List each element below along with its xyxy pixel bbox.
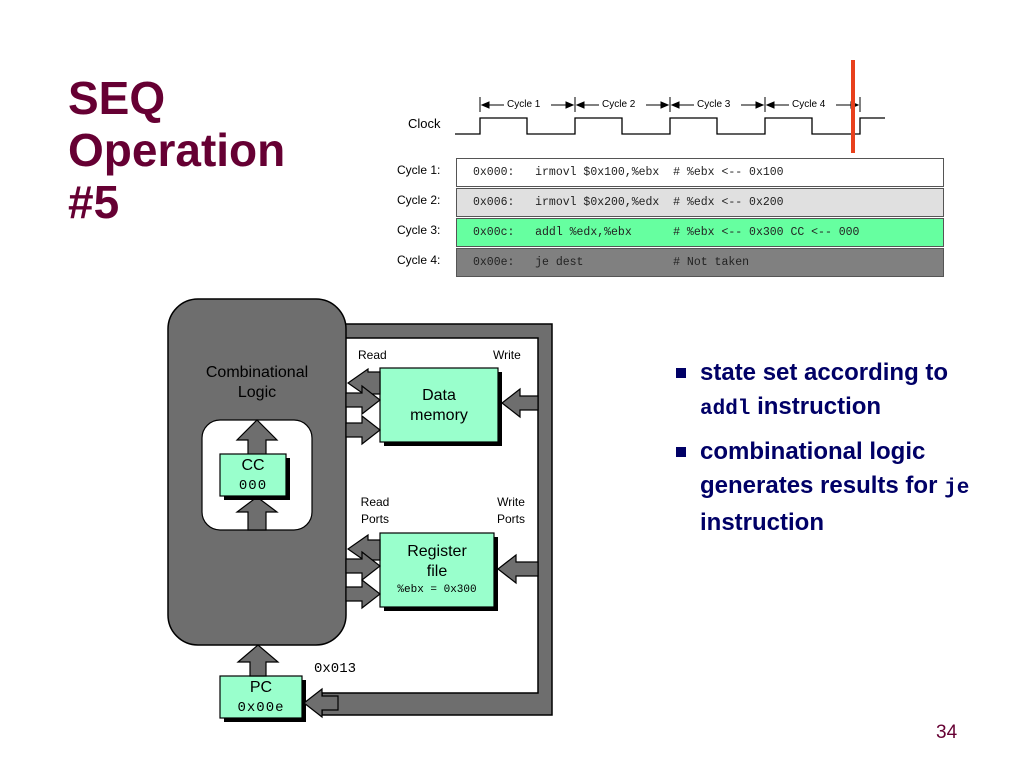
cycle-4-row-label: Cycle 4: bbox=[397, 253, 441, 267]
comb-label-line-2: Logic bbox=[237, 384, 277, 401]
title-line-2: Operation bbox=[68, 124, 286, 176]
title-line-1: SEQ bbox=[68, 72, 166, 124]
register-read-arrow bbox=[346, 533, 381, 565]
data-memory-line-2: memory bbox=[410, 407, 468, 424]
next-pc-value: 0x013 bbox=[314, 661, 357, 677]
cc-label: CC 000 bbox=[220, 456, 286, 496]
bullet-1-text-b: instruction bbox=[750, 393, 882, 420]
cycle-3-row-label: Cycle 3: bbox=[397, 223, 441, 237]
bullet-1-text-a: state set according to bbox=[700, 359, 949, 386]
bullet-2-code: je bbox=[944, 477, 970, 500]
cc-up-arrow-bottom bbox=[235, 496, 279, 531]
instruction-row-4: 0x00e: je dest # Not taken bbox=[456, 248, 944, 277]
register-write-arrow bbox=[497, 553, 539, 585]
cycle-4-label: Cycle 4 bbox=[792, 99, 826, 110]
bullet-list: state set according to addl instruction … bbox=[672, 356, 972, 548]
clock-timing-diagram bbox=[455, 60, 885, 153]
cc-value: 000 bbox=[238, 478, 268, 494]
instruction-row-2: 0x006: irmovl $0x200,%edx # %edx <-- 0x2… bbox=[456, 188, 944, 217]
memory-write-arrow bbox=[501, 387, 539, 419]
write-ports-label: Write Ports bbox=[490, 494, 532, 528]
memory-address-arrow bbox=[345, 384, 381, 416]
clock-label: Clock bbox=[408, 116, 441, 131]
pc-up-arrow bbox=[236, 644, 280, 677]
bullet-1-code: addl bbox=[700, 398, 751, 421]
pc-value: 0x00e bbox=[237, 700, 285, 716]
register-file-box bbox=[379, 532, 495, 608]
combinational-logic-label: Combinational Logic bbox=[186, 363, 328, 403]
new-pc-arrow bbox=[303, 687, 339, 719]
read-ports-line-1: Read bbox=[360, 495, 390, 509]
data-memory-box bbox=[379, 367, 499, 443]
cycle-2-row-label: Cycle 2: bbox=[397, 193, 441, 207]
data-memory-label: Data memory bbox=[380, 386, 498, 426]
cycle-1-row-label: Cycle 1: bbox=[397, 163, 441, 177]
cc-name: CC bbox=[241, 457, 265, 474]
bullet-item-2: combinational logic generates results fo… bbox=[672, 435, 972, 540]
register-file-value: %ebx = 0x300 bbox=[397, 584, 477, 596]
memory-read-arrow bbox=[346, 367, 381, 399]
slide-title: SEQ Operation #5 bbox=[68, 72, 285, 228]
register-file-label: Register file %ebx = 0x300 bbox=[380, 542, 494, 598]
comb-label-line-1: Combinational bbox=[205, 364, 309, 381]
register-file-line-1: Register bbox=[407, 543, 467, 560]
pc-label: PC 0x00e bbox=[220, 678, 302, 718]
bullet-square-icon bbox=[676, 447, 686, 457]
pc-register-box bbox=[219, 675, 303, 719]
cycle-2-label: Cycle 2 bbox=[602, 99, 636, 110]
read-label: Read bbox=[358, 348, 387, 362]
data-memory-line-1: Data bbox=[422, 387, 456, 404]
bullet-square-icon bbox=[676, 368, 686, 378]
register-dst-arrow bbox=[345, 578, 381, 610]
cycle-3-label: Cycle 3 bbox=[697, 99, 731, 110]
memory-data-arrow bbox=[345, 414, 381, 446]
read-ports-line-2: Ports bbox=[360, 512, 389, 526]
bullet-2-text-a: combinational logic generates results fo… bbox=[700, 438, 945, 499]
pc-name: PC bbox=[249, 679, 273, 696]
write-ports-line-2: Ports bbox=[496, 512, 525, 526]
write-label: Write bbox=[493, 348, 521, 362]
page-number: 34 bbox=[936, 722, 958, 743]
cc-register-box bbox=[219, 453, 287, 497]
bullet-item-1: state set according to addl instruction bbox=[672, 356, 972, 427]
register-file-line-2: file bbox=[426, 563, 448, 580]
title-line-3: #5 bbox=[68, 176, 120, 228]
instruction-row-1: 0x000: irmovl $0x100,%ebx # %ebx <-- 0x1… bbox=[456, 158, 944, 187]
cycle-1-label: Cycle 1 bbox=[507, 99, 541, 110]
instruction-row-3: 0x00c: addl %edx,%ebx # %ebx <-- 0x300 C… bbox=[456, 218, 944, 247]
bullet-2-text-b: instruction bbox=[700, 509, 824, 536]
register-src-arrow bbox=[345, 550, 381, 582]
read-ports-label: Read Ports bbox=[356, 494, 394, 528]
write-ports-line-1: Write bbox=[497, 495, 525, 509]
